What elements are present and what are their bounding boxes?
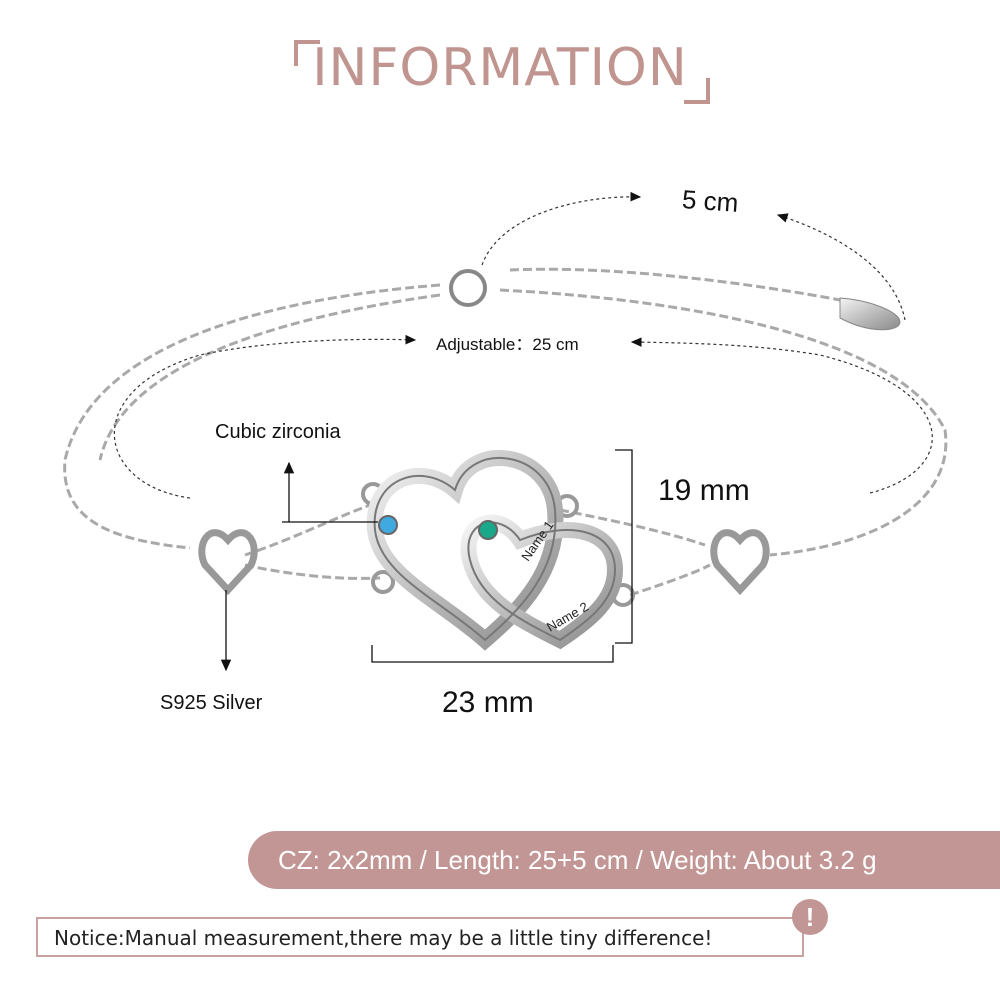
extender-arrow-right xyxy=(776,213,906,321)
height-label: 19 mm xyxy=(658,474,750,507)
width-bracket xyxy=(371,645,614,663)
adjustable-arrow-left xyxy=(113,334,417,499)
stone-label: Cubic zirconia xyxy=(215,421,341,443)
specs-banner: CZ: 2x2mm / Length: 25+5 cm / Weight: Ab… xyxy=(248,831,1000,889)
width-label: 23 mm xyxy=(442,686,534,719)
page-title: INFORMATION xyxy=(312,38,688,98)
extender-arrow-left xyxy=(481,191,642,266)
notice-box xyxy=(36,917,804,957)
blue-stone xyxy=(378,515,398,535)
adjustable-length-label: Adjustable：25 cm xyxy=(436,335,579,354)
bracelet-chain xyxy=(63,267,948,597)
heart-charm-right xyxy=(710,529,770,596)
notice-text: Notice:Manual measurement,there may be a… xyxy=(54,926,713,950)
extender-tag xyxy=(839,297,901,331)
green-stone xyxy=(478,520,498,540)
material-label: S925 Silver xyxy=(160,692,263,714)
heart-pendant xyxy=(366,450,624,651)
extender-length-label: 5 cm xyxy=(681,184,740,218)
adjustable-arrow-right xyxy=(630,337,933,494)
exclamation-icon: ! xyxy=(792,899,828,935)
heart-charm-left xyxy=(198,529,258,596)
clasp xyxy=(449,269,487,307)
title-bracket-left xyxy=(294,40,320,66)
title-bracket-right xyxy=(684,78,710,104)
height-bracket xyxy=(615,449,633,644)
